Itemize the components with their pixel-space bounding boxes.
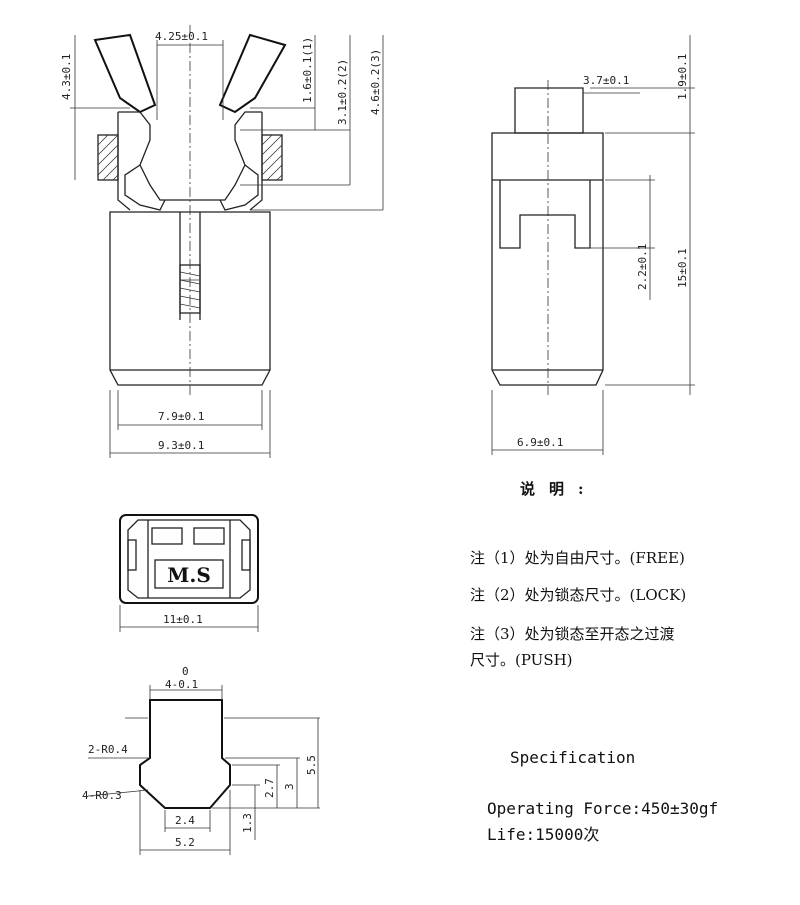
dim-side-top-height: 1.9±0.1	[676, 54, 689, 100]
top-view: M.S 11±0.1	[119, 514, 259, 632]
spec-force: Operating Force:450±30gf	[487, 799, 719, 818]
note-2: 注（2）处为锁态尺寸。(LOCK)	[470, 586, 687, 604]
dim-fp-zero: 0	[182, 665, 189, 678]
dim-left-height: 4.3±0.1	[60, 54, 73, 100]
spec-life: Life:15000次	[487, 825, 600, 844]
dim-push: 4.6±0.2(3)	[369, 49, 382, 115]
dim-fp-r1: 2-R0.4	[88, 743, 128, 756]
dim-fp-h27: 2.7	[263, 778, 276, 798]
note-1: 注（1）处为自由尺寸。(FREE)	[470, 549, 685, 567]
footprint: 0 4-0.1 2-R0.4 4-R0.3 2.7 3 5.5 1.3 2.4 …	[82, 665, 320, 855]
dim-fp-w52: 5.2	[175, 836, 195, 849]
dim-side-slot-height: 2.2±0.1	[636, 244, 649, 290]
dim-fp-top-width: 4-0.1	[165, 678, 198, 691]
dim-fp-h13: 1.3	[241, 813, 254, 833]
notes: 注（1）处为自由尺寸。(FREE) 注（2）处为锁态尺寸。(LOCK) 注（3）…	[470, 540, 790, 671]
note-3a: 注（3）处为锁态至开态之过渡	[470, 625, 675, 643]
dim-top-view-width: 11±0.1	[163, 613, 203, 626]
dim-side-top-width: 3.7±0.1	[583, 74, 629, 87]
dim-fp-w24: 2.4	[175, 814, 195, 827]
dim-fp-h55: 5.5	[305, 755, 318, 775]
note-3b: 尺寸。(PUSH)	[470, 651, 573, 669]
dim-top-width: 4.25±0.1	[155, 30, 208, 43]
dim-fp-h3: 3	[283, 783, 296, 790]
dim-fp-r2: 4-R0.3	[82, 789, 122, 802]
spec-title: Specification	[510, 748, 636, 767]
dim-lock: 3.1±0.2(2)	[336, 59, 349, 125]
dim-side-bottom-width: 6.9±0.1	[517, 436, 563, 449]
top-view-logo: M.S	[167, 563, 211, 587]
notes-heading: 说明:	[520, 480, 598, 498]
front-view: 4.25±0.1 4.3±0.1 1.6±0.1(1) 3.1±0.2(2) 4…	[60, 25, 384, 458]
dim-inner-width: 7.9±0.1	[158, 410, 204, 423]
dim-outer-width: 9.3±0.1	[158, 439, 204, 452]
dim-side-total-height: 15±0.1	[676, 248, 689, 288]
spec-block: Operating Force:450±30gf Life:15000次	[487, 796, 718, 848]
dim-free: 1.6±0.1(1)	[301, 37, 314, 103]
side-view: 3.7±0.1 1.9±0.1 2.2±0.1 15±0.1 6.9±0.1	[491, 35, 695, 455]
